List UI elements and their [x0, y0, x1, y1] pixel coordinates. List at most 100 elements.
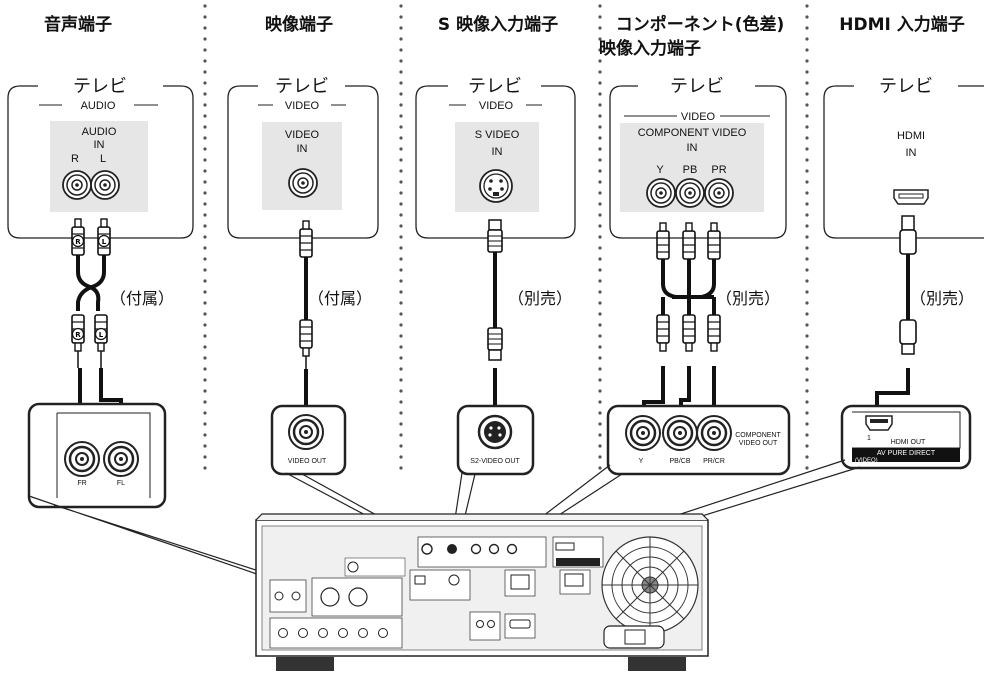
video-jack	[288, 168, 318, 198]
separator-dot	[805, 125, 809, 129]
separator-dot	[399, 202, 403, 206]
hdmi-out-label: HDMI OUT	[891, 439, 926, 446]
r-mark: R	[75, 238, 81, 246]
separator-dot	[399, 26, 403, 30]
component-pr-label: PR	[711, 164, 726, 176]
separator-dot	[598, 257, 602, 261]
component-cable: （別売）	[642, 222, 780, 425]
separator-dot	[203, 147, 207, 151]
separator-dot	[399, 15, 403, 19]
pb-label: PB/CB	[669, 458, 690, 465]
separator-dot	[598, 378, 602, 382]
component-pr-jack	[704, 178, 734, 208]
separator-dot	[203, 92, 207, 96]
separator-dot	[399, 103, 403, 107]
video-out-label: VIDEO OUT	[288, 458, 327, 465]
separator-dot	[399, 48, 403, 52]
separator-dot	[805, 202, 809, 206]
separator-dot	[399, 136, 403, 140]
separator-dot	[598, 169, 602, 173]
separator-dot	[598, 103, 602, 107]
separator-dot	[399, 235, 403, 239]
tv-label: テレビ	[275, 76, 329, 97]
separator-dot	[805, 268, 809, 272]
separator-dot	[399, 455, 403, 459]
separator-dot	[598, 92, 602, 96]
separator-dot	[399, 92, 403, 96]
separator-dot	[399, 444, 403, 448]
separator-dot	[598, 466, 602, 470]
separator-dot	[805, 444, 809, 448]
separator-dot	[805, 158, 809, 162]
separator-dot	[598, 147, 602, 151]
separator-dot	[805, 136, 809, 140]
separator-dot	[598, 213, 602, 217]
separator-dot	[805, 312, 809, 316]
separator-dot	[203, 224, 207, 228]
tv-label: テレビ	[73, 76, 127, 97]
av-pure-direct-label: AV PURE DIRECT	[877, 450, 936, 457]
tv-label: テレビ	[468, 76, 522, 97]
svideo-jack	[479, 169, 513, 203]
separator-dot	[598, 125, 602, 129]
separator-dot	[203, 4, 207, 8]
separator-dot	[805, 224, 809, 228]
separator-dot	[598, 235, 602, 239]
hdmi-header: HDMI 入力端子	[839, 14, 965, 35]
separator-dot	[203, 59, 207, 63]
separator-dot	[399, 268, 403, 272]
separator-dot	[203, 136, 207, 140]
y-label: Y	[639, 458, 644, 465]
separator-dot	[399, 367, 403, 371]
separator-dot	[203, 103, 207, 107]
separator-dot	[805, 290, 809, 294]
svideo-in-label: S VIDEO	[475, 129, 520, 141]
separator-dot	[805, 466, 809, 470]
separator-dot	[399, 114, 403, 118]
video-header: 映像端子	[265, 14, 333, 35]
separator-dot	[399, 433, 403, 437]
separator-dot	[399, 180, 403, 184]
tv-audio-panel: テレビ AUDIO AUDIO IN R L	[7, 76, 194, 239]
separator-dot	[805, 367, 809, 371]
player-video-panel: VIDEO OUT	[270, 404, 347, 476]
separator-dot	[598, 422, 602, 426]
component-cable-note: （別売）	[716, 289, 780, 308]
separator-dot	[203, 70, 207, 74]
audio-r-jack	[62, 170, 92, 200]
separator-dot	[805, 114, 809, 118]
hdmi-port-number: 1	[867, 435, 871, 442]
separator-dot	[598, 389, 602, 393]
tv-svideo-panel: テレビ VIDEO S VIDEO IN	[415, 76, 576, 239]
component-group-label: VIDEO	[681, 111, 716, 123]
player-svideo-panel: S2-VIDEO OUT	[456, 404, 535, 476]
separator-dot	[805, 345, 809, 349]
separator-dot	[203, 235, 207, 239]
separator-dot	[805, 70, 809, 74]
tv-hdmi-panel: テレビ HDMI IN	[823, 76, 984, 239]
hdmi-jack	[893, 189, 929, 205]
component-title-2: VIDEO OUT	[739, 440, 778, 447]
video-group-label: VIDEO	[285, 100, 320, 112]
separator-dot	[399, 466, 403, 470]
video-in-label: VIDEO	[285, 129, 320, 141]
separator-dot	[399, 147, 403, 151]
separator-dot	[203, 400, 207, 404]
separator-dot	[399, 246, 403, 250]
separator-dot	[805, 411, 809, 415]
separator-dot	[805, 48, 809, 52]
r-mark: R	[75, 331, 81, 339]
separator-dot	[203, 312, 207, 316]
audio-l-label: L	[100, 153, 106, 165]
separator-dot	[598, 48, 602, 52]
separator-dot	[399, 279, 403, 283]
separator-dot	[805, 180, 809, 184]
separator-dot	[598, 301, 602, 305]
separator-dot	[598, 400, 602, 404]
tv-label: テレビ	[879, 76, 933, 97]
separator-dot	[399, 301, 403, 305]
separator-dot	[805, 400, 809, 404]
audio-l-jack	[90, 170, 120, 200]
separator-dot	[203, 125, 207, 129]
